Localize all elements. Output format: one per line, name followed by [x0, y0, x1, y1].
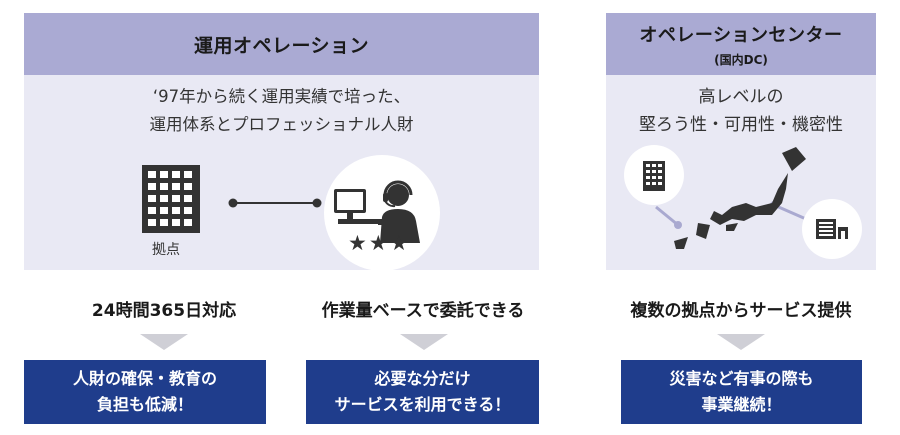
base-label: 拠点	[152, 242, 180, 258]
operations-title: 運用オペレーション	[193, 34, 370, 57]
japan-map-icon	[624, 145, 862, 259]
feature-label-multisite: 複数の拠点からサービス提供	[630, 301, 852, 321]
operations-center-desc-line2: 堅ろう性・可用性・機密性	[639, 115, 843, 135]
arrow-down-icon	[717, 334, 765, 350]
operations-desc-line2: 運用体系とプロフェッショナル人財	[149, 115, 414, 134]
operations-center-header: オペレーションセンター (国内DC)	[606, 13, 876, 75]
result-text-line2: 事業継続！	[701, 395, 782, 414]
result-box-24h: 人財の確保・教育の 負担も低減！	[24, 360, 266, 424]
result-box-volume: 必要な分だけ サービスを利用できる！	[306, 360, 539, 424]
operator-icon	[324, 155, 440, 271]
result-text-line1: 災害など有事の際も	[669, 369, 814, 388]
operations-center-desc-line1: 高レベルの	[698, 87, 784, 107]
result-text-line1: 人財の確保・教育の	[72, 369, 217, 388]
feature-label-24h: 24時間365日対応	[91, 301, 237, 321]
result-text-line2: 負担も低減！	[96, 395, 193, 414]
operations-center-title: オペレーションセンター	[639, 24, 843, 46]
operations-desc-line1: ‘97年から続く運用実績で培った、	[152, 87, 411, 106]
operations-center-panel: オペレーションセンター (国内DC) 高レベルの 堅ろう性・可用性・機密性	[606, 13, 876, 270]
result-text-line2: サービスを利用できる！	[334, 395, 511, 414]
result-text-line1: 必要な分だけ	[374, 369, 471, 388]
result-box-multisite: 災害など有事の際も 事業継続！	[621, 360, 862, 424]
feature-label-volume: 作業量ベースで委託できる	[321, 301, 525, 321]
arrow-down-icon	[140, 334, 188, 350]
connector-line	[228, 198, 322, 208]
building-icon	[142, 165, 200, 233]
rating-stars: ★★★	[348, 231, 411, 255]
arrow-down-icon	[400, 334, 448, 350]
operations-header: 運用オペレーション	[24, 13, 539, 75]
operations-panel: 運用オペレーション ‘97年から続く運用実績で培った、 運用体系とプロフェッショ…	[24, 13, 539, 271]
operations-center-subtitle: (国内DC)	[714, 52, 768, 67]
